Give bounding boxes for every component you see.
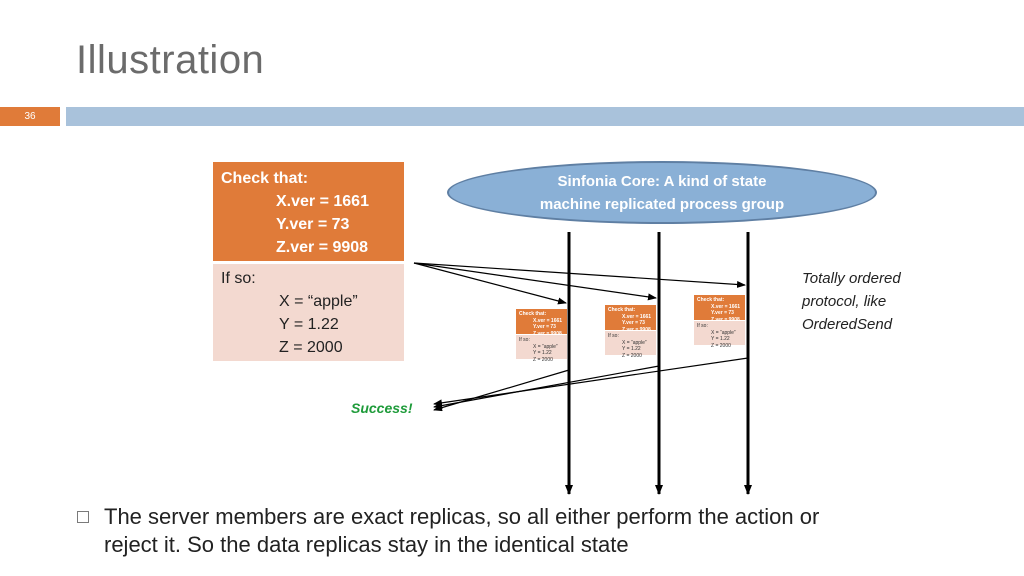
note-line-1: Totally ordered: [802, 270, 901, 287]
replica-copy-2: Check that: X.ver = 1661 Y.ver = 73 Z.ve…: [605, 305, 656, 359]
bullet-text: The server members are exact replicas, s…: [104, 503, 984, 559]
protocol-note: Totally ordered protocol, like OrderedSe…: [802, 267, 901, 336]
ifso-heading: If so:: [221, 270, 256, 287]
bullet-line-1: The server members are exact replicas, s…: [104, 504, 820, 529]
bullet-line-2: reject it. So the data replicas stay in …: [104, 532, 629, 557]
multicast-arrow-1: [413, 262, 567, 305]
slide-title: Illustration: [76, 38, 265, 82]
ifso-line-y: Y = 1.22: [279, 316, 339, 333]
note-line-2: protocol, like: [802, 293, 887, 310]
success-label: Success!: [351, 400, 413, 416]
group-label-line2: machine replicated process group: [539, 196, 785, 213]
check-line-z: Z.ver = 9908: [276, 239, 369, 256]
slide-number: 36: [0, 107, 60, 126]
multicast-arrow-3: [413, 262, 746, 288]
reply-arrow-1: [433, 357, 749, 407]
ifso-line-z: Z = 2000: [279, 339, 343, 356]
reply-arrow-2: [433, 365, 660, 410]
check-line-x: X.ver = 1661: [276, 193, 369, 210]
reply-arrow-3: [433, 369, 570, 412]
check-line-y: Y.ver = 73: [276, 216, 350, 233]
ifso-line-x: X = “apple”: [279, 293, 358, 310]
replica-copy-1: Check that: X.ver = 1661 Y.ver = 73 Z.ve…: [516, 309, 567, 363]
check-conditions-box: Check that: X.ver = 1661 Y.ver = 73 Z.ve…: [213, 162, 404, 261]
header-bar: [66, 107, 1024, 126]
check-heading: Check that:: [221, 170, 309, 187]
multicast-arrow-2: [413, 262, 657, 301]
action-box: If so: X = “apple” Y = 1.22 Z = 2000: [213, 264, 404, 361]
replica-copy-3: Check that: X.ver = 1661 Y.ver = 73 Z.ve…: [694, 295, 745, 349]
process-group-ellipse: Sinfonia Core: A kind of state machine r…: [447, 161, 877, 224]
group-label-line1: Sinfonia Core: A kind of state: [557, 173, 767, 190]
bullet-square-icon: [77, 511, 89, 523]
note-line-3: OrderedSend: [802, 316, 893, 333]
